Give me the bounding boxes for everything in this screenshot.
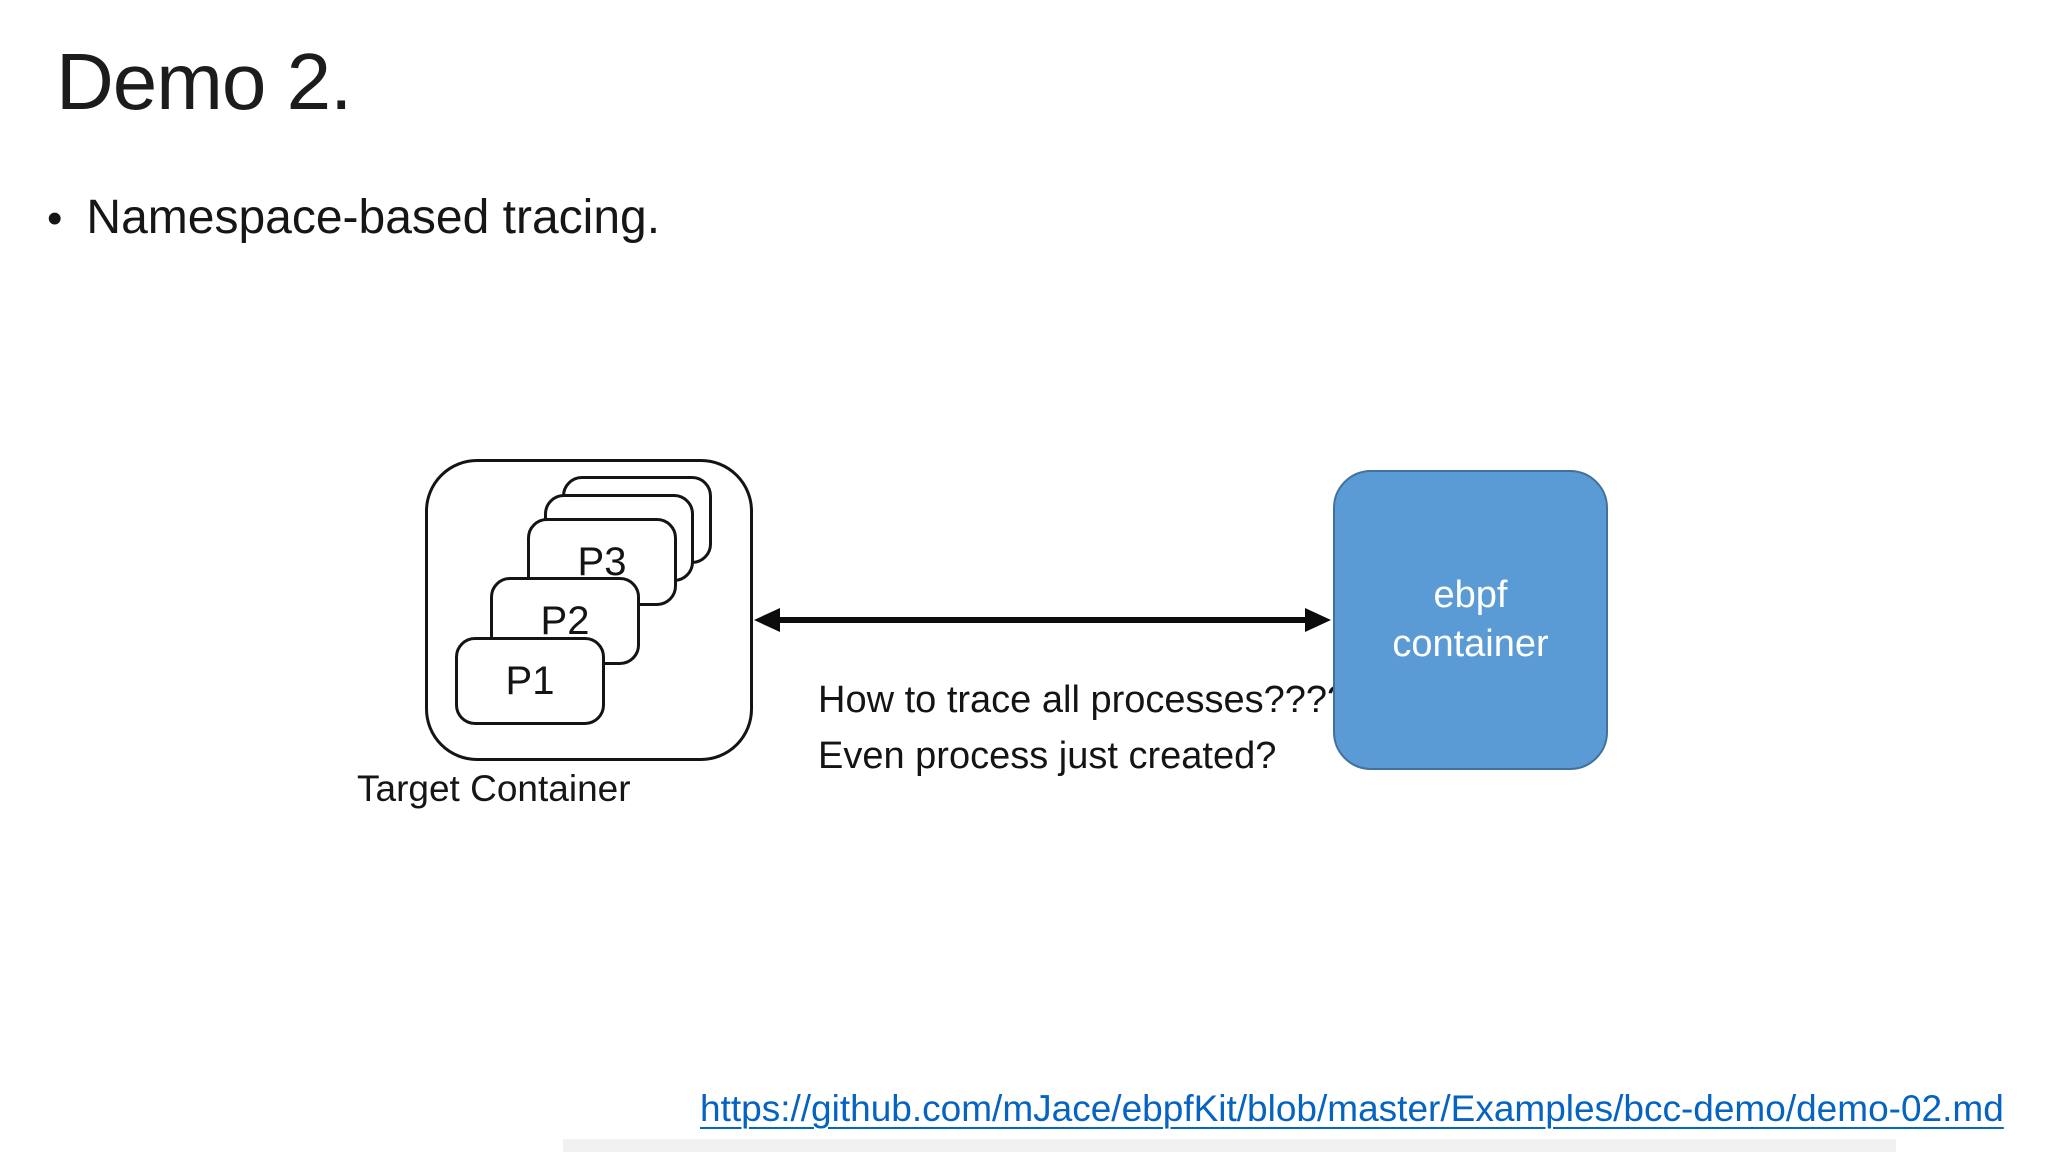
question-line-1: How to trace all processes????? <box>818 679 1370 721</box>
question-text: How to trace all processes????? Even pro… <box>818 672 1369 784</box>
bullet-marker: • <box>47 194 63 243</box>
question-line-2: Even process just created? <box>818 735 1277 777</box>
process-card-label: P1 <box>505 658 555 703</box>
process-card-p1: P1 <box>455 637 605 725</box>
arrow-head-left-icon <box>754 608 780 632</box>
ebpf-container-box: ebpf container <box>1333 470 1608 770</box>
process-card-label: P2 <box>540 598 590 643</box>
arrow-head-right-icon <box>1305 608 1331 632</box>
process-card-label: P3 <box>577 539 627 584</box>
bottom-shadow-band <box>563 1139 1896 1152</box>
ebpf-container-label-line-1: ebpf <box>1433 574 1508 616</box>
bullet-text: Namespace-based tracing. <box>86 191 661 244</box>
ebpf-container-label-line-2: container <box>1392 623 1549 665</box>
arrow-line <box>776 617 1308 623</box>
footer-link[interactable]: https://github.com/mJace/ebpfKit/blob/ma… <box>700 1088 2004 1129</box>
bullet-item: • Namespace-based tracing. <box>47 190 660 245</box>
page-title: Demo 2. <box>56 37 352 126</box>
target-container-label: Target Container <box>357 768 631 809</box>
